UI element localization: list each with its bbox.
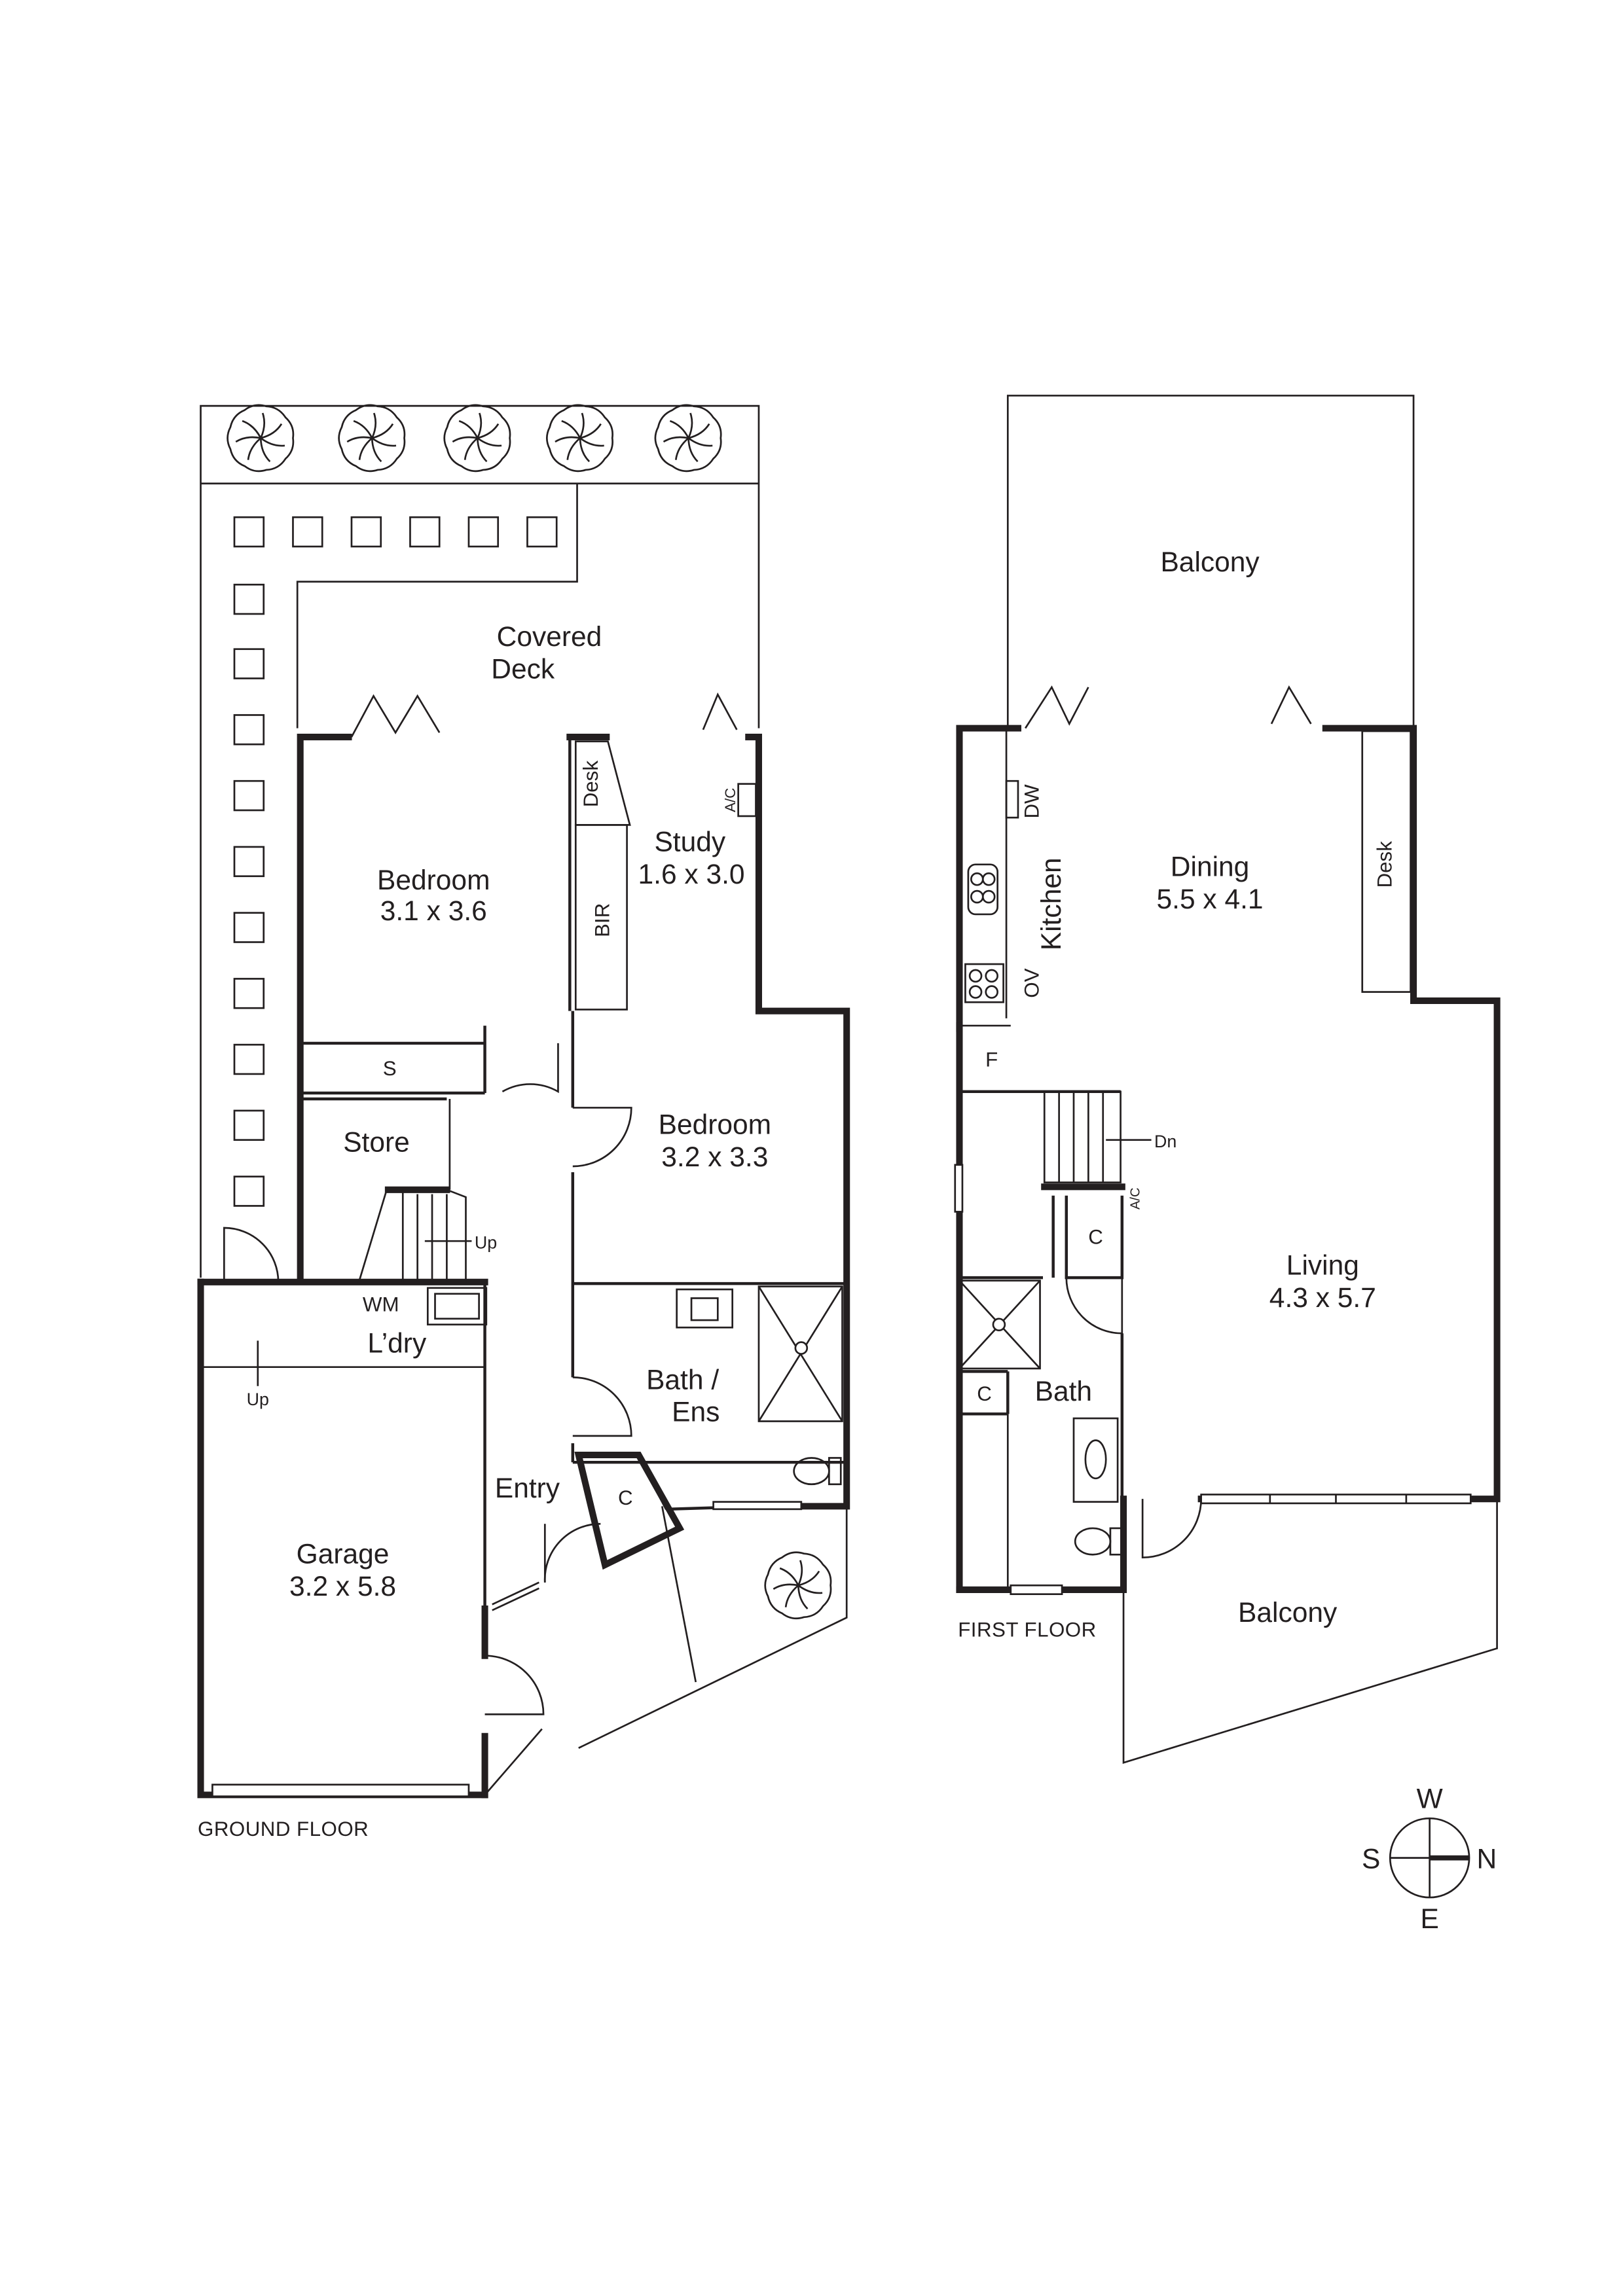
paving-stone (233, 912, 265, 943)
paving-stone (233, 648, 265, 679)
paving-stone (526, 516, 558, 548)
first-stairs (1043, 1090, 1152, 1183)
paving-stone (233, 516, 265, 548)
paving-stone (233, 1043, 265, 1075)
compass: W E S N (1362, 1784, 1497, 1935)
compass-south: S (1362, 1844, 1380, 1874)
paving-stone (233, 1175, 265, 1207)
tree-icon (654, 404, 722, 473)
cupboard-label: C (618, 1486, 633, 1509)
paving-stone (292, 516, 323, 548)
cupboard1-label: C (1088, 1226, 1103, 1249)
bir-label: BIR (591, 903, 614, 937)
ground-stairs (357, 1189, 472, 1283)
paving-stone (233, 1109, 265, 1141)
covered-deck-label-1: Covered (497, 622, 602, 653)
tree-icon (764, 1551, 832, 1620)
paving-stone (233, 780, 265, 812)
balcony-bottom-label: Balcony (1238, 1598, 1338, 1628)
tree-icon (443, 404, 511, 473)
store-label: Store (343, 1128, 410, 1158)
desk-label: Desk (579, 761, 602, 808)
study-label: Study (654, 827, 725, 858)
dw-label: DW (1020, 784, 1043, 819)
ground-labels: Covered Deck Bedroom 3.1 x 3.6 Study 1.6… (198, 622, 771, 1840)
ground-floor-caption: GROUND FLOOR (198, 1818, 369, 1840)
laundry-label: L’dry (367, 1328, 427, 1359)
stairs-dn-label: Dn (1154, 1132, 1176, 1151)
paving-stone (233, 714, 265, 745)
bedroom2-label: Bedroom (659, 1110, 771, 1141)
bedroom2-size: 3.2 x 3.3 (661, 1142, 768, 1173)
fridge-label: F (985, 1049, 998, 1071)
garage-label: Garage (297, 1539, 390, 1570)
tree-icon (227, 404, 295, 473)
dining-label: Dining (1171, 852, 1249, 883)
first-floor-plan (954, 395, 1501, 1764)
bedroom1-label: Bedroom (377, 865, 490, 896)
ground-floor-plan (197, 404, 850, 1799)
ac-label: A/C (722, 788, 739, 812)
shelf-label: S (383, 1057, 397, 1080)
paving-stone (233, 846, 265, 878)
garden-trees (227, 404, 722, 473)
compass-west: W (1417, 1784, 1443, 1815)
wm-label: WM (363, 1293, 399, 1316)
paving-stone (233, 583, 265, 615)
tree-icon (545, 404, 613, 473)
garage-up-label: Up (247, 1390, 269, 1409)
balcony-top-label: Balcony (1160, 547, 1260, 578)
entry-label: Entry (495, 1473, 560, 1504)
first-floor-caption: FIRST FLOOR (958, 1619, 1096, 1641)
paving-stone (233, 978, 265, 1009)
tree-icon (338, 404, 406, 473)
living-label: Living (1286, 1251, 1359, 1282)
study-size: 1.6 x 3.0 (638, 859, 745, 890)
covered-deck-label-2: Deck (491, 654, 555, 685)
stairs-up-label: Up (475, 1232, 497, 1252)
desk-first-label: Desk (1374, 841, 1396, 888)
ov-label: OV (1020, 968, 1043, 997)
ac-first-label: A/C (1129, 1187, 1143, 1210)
paving-stone (467, 516, 500, 548)
garage-size: 3.2 x 5.8 (289, 1571, 396, 1602)
paving-stones (233, 516, 558, 1207)
kitchen-label: Kitchen (1036, 857, 1067, 950)
bedroom1-size: 3.1 x 3.6 (380, 896, 487, 927)
first-labels: Balcony Dining 5.5 x 4.1 Kitchen Living … (958, 547, 1396, 1641)
paving-stone (350, 516, 382, 548)
bath-ens-label-1: Bath / (646, 1365, 719, 1395)
living-size: 4.3 x 5.7 (1269, 1283, 1376, 1314)
compass-north: N (1477, 1844, 1497, 1874)
bath-ens-label-2: Ens (672, 1397, 720, 1428)
dining-size: 5.5 x 4.1 (1157, 884, 1264, 915)
paving-stone (409, 516, 441, 548)
compass-east: E (1420, 1904, 1438, 1935)
cupboard2-label: C (977, 1382, 992, 1405)
bath-label: Bath (1035, 1376, 1092, 1407)
